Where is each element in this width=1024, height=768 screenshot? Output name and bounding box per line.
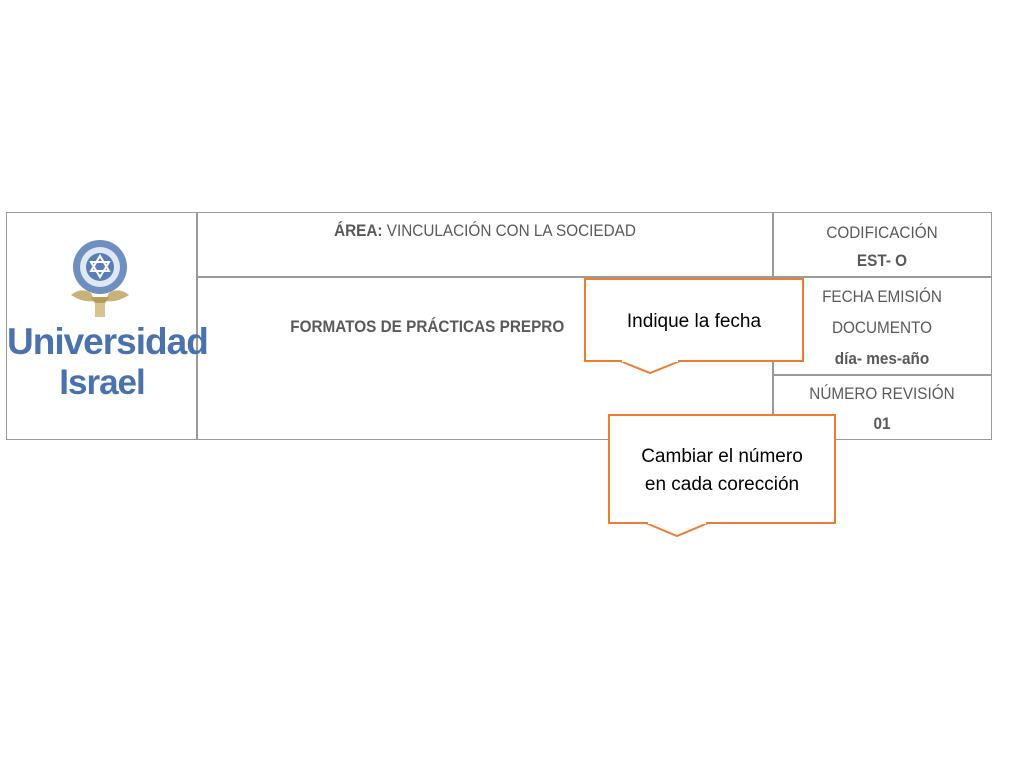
date-callout-text: Indique la fecha xyxy=(626,311,762,332)
date-callout: Indique la fecha xyxy=(584,278,804,362)
fecha-label: FECHA EMISIÓN xyxy=(822,287,942,306)
area-cell: ÁREA: VINCULACIÓN CON LA SOCIEDAD xyxy=(197,213,773,277)
revision-value: 01 xyxy=(873,414,891,433)
university-seal-icon xyxy=(71,240,129,317)
fecha-value: día- mes-año xyxy=(834,349,930,368)
revision-callout: Cambiar el número en cada corección xyxy=(608,414,836,524)
fecha-emision-cell: FECHA EMISIÓN DOCUMENTO día- mes-año xyxy=(773,277,991,375)
revision-callout-text: en cada corección xyxy=(644,474,800,495)
revision-cell: NÚMERO REVISIÓN 01 xyxy=(773,375,991,439)
codificacion-cell: CODIFICACIÓN EST- O xyxy=(773,213,991,277)
document-header-table: Universidad Israel ÁREA: VINCULACIÓN CON… xyxy=(6,212,992,440)
callout-pointer xyxy=(619,359,681,375)
table-divider xyxy=(197,276,991,278)
codificacion-label: CODIFICACIÓN xyxy=(826,223,938,242)
table-divider xyxy=(196,213,198,439)
document-title: FORMATOS DE PRÁCTICAS PREPRO xyxy=(290,317,565,336)
callout-pointer xyxy=(645,521,709,538)
logo-wordmark: Universidad xyxy=(7,321,209,362)
codificacion-value: EST- O xyxy=(856,251,908,270)
area-label: ÁREA: xyxy=(334,221,383,240)
table-divider xyxy=(773,374,991,376)
document-title-cell: FORMATOS DE PRÁCTICAS PREPRO xyxy=(197,277,773,439)
revision-label: NÚMERO REVISIÓN xyxy=(809,384,955,403)
fecha-label: DOCUMENTO xyxy=(831,318,933,337)
area-value: VINCULACIÓN CON LA SOCIEDAD xyxy=(386,221,636,240)
logo-cell: Universidad Israel xyxy=(7,213,209,439)
revision-callout-text: Cambiar el número xyxy=(641,446,803,467)
logo-wordmark: Israel xyxy=(59,363,145,402)
